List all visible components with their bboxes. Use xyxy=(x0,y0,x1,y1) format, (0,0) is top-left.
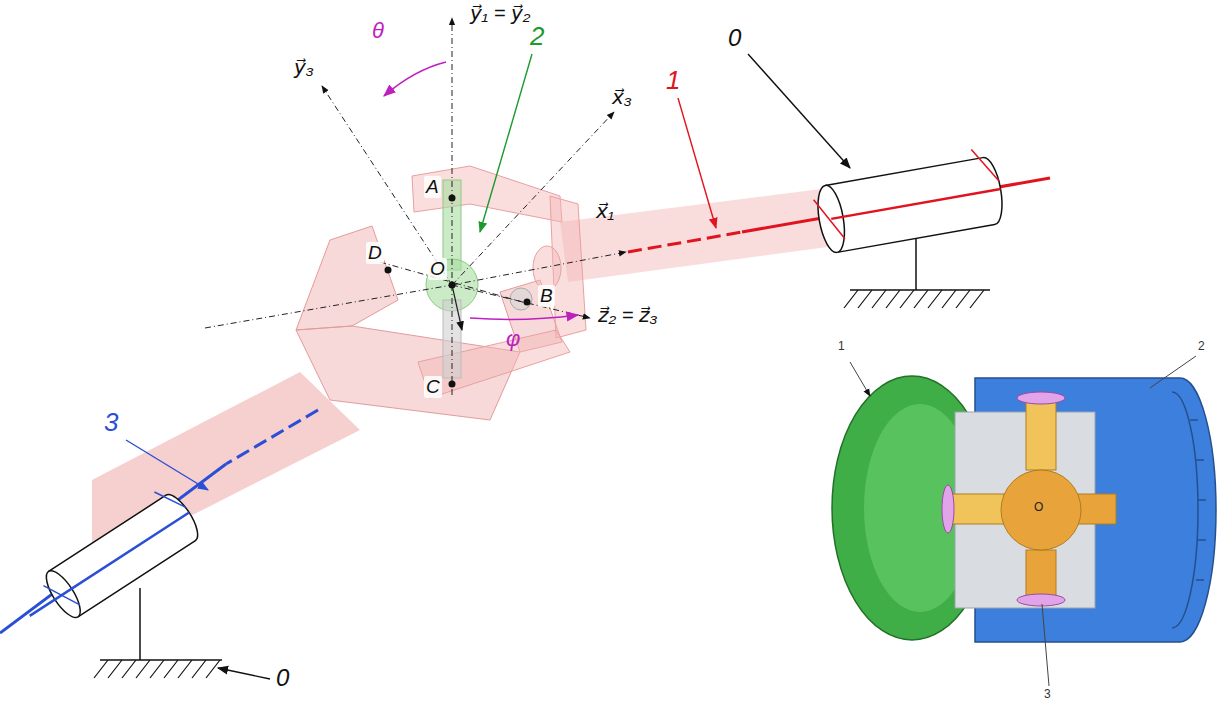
axes xyxy=(205,18,626,395)
point-label: A xyxy=(424,176,441,198)
bearing-right xyxy=(810,146,1007,308)
angle-label: θ xyxy=(372,18,384,43)
angle-label: φ xyxy=(506,326,520,351)
axis-label: x⃗₃ xyxy=(612,86,632,109)
part-number: 0 xyxy=(276,664,289,692)
part-number: 0 xyxy=(728,24,741,52)
point-label: D xyxy=(366,242,384,264)
points xyxy=(385,195,531,388)
callout-number: 1 xyxy=(838,340,845,354)
part-number: 2 xyxy=(530,22,544,52)
phi-arrow xyxy=(470,315,578,319)
part-number: 3 xyxy=(104,408,118,438)
callout-number: 2 xyxy=(1198,340,1205,354)
axis-label: y⃗₃ xyxy=(294,56,314,79)
inset-joint-render xyxy=(832,356,1216,686)
shaft-3-axis xyxy=(0,410,318,633)
point-label: B xyxy=(538,285,555,307)
point-label: O xyxy=(428,258,447,280)
part-number: 1 xyxy=(666,66,680,96)
yoke-1 xyxy=(412,166,586,398)
axis-label: y⃗₁ = y⃗₂ xyxy=(470,2,530,25)
axis-label: x⃗₁ xyxy=(596,200,614,223)
callout-number: O xyxy=(1034,501,1043,515)
yoke-3 xyxy=(296,226,562,420)
bearing-left xyxy=(10,482,222,678)
leader-arrows xyxy=(126,54,850,679)
cross-piece-2 xyxy=(426,180,532,378)
point-label: C xyxy=(424,376,442,398)
shaft-1 xyxy=(560,186,850,282)
theta-arrow xyxy=(384,62,446,96)
callout-number: 3 xyxy=(1044,688,1051,702)
axis-label: z⃗₂ = z⃗₃ xyxy=(598,304,657,327)
